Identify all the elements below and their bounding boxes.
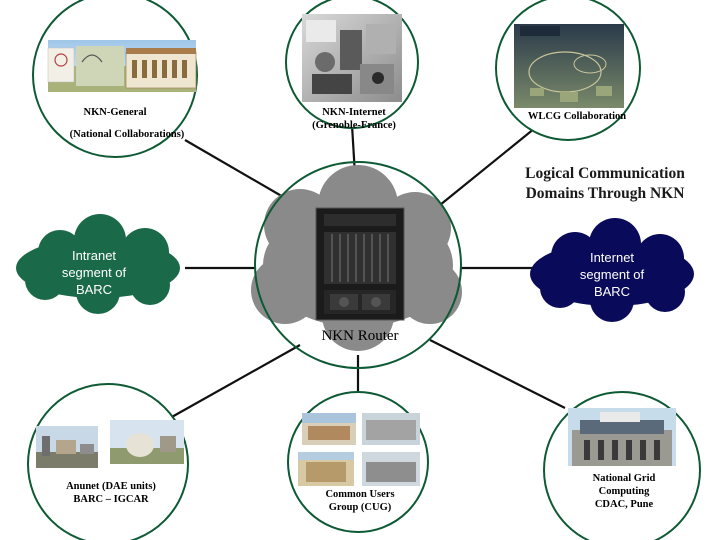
nkn-general-label: NKN-General bbox=[60, 106, 170, 119]
nkn-internet-label: NKN-Internet (Grenoble-France) bbox=[296, 106, 412, 132]
nkn-general-line1: NKN-General bbox=[83, 107, 147, 118]
nkn-general-line2: (National Collaborations) bbox=[69, 129, 185, 140]
cug-photos bbox=[298, 413, 420, 486]
wlcg-aerial-photo bbox=[514, 24, 624, 108]
nkn-internet-line2: (Grenoble-France) bbox=[312, 120, 396, 132]
connector-lines bbox=[169, 123, 566, 419]
nkn-internet-photo bbox=[302, 14, 402, 102]
cug-line1: Common Users bbox=[325, 489, 395, 500]
anunet-line1: Anunet (DAE units) bbox=[66, 481, 156, 492]
internet-line3: BARC bbox=[593, 283, 631, 299]
grid-line3: CDAC, Pune bbox=[594, 499, 654, 511]
anunet-photo-left bbox=[36, 426, 98, 468]
node-anunet bbox=[27, 383, 189, 540]
cug-line2: Group (CUG) bbox=[328, 502, 392, 514]
cug-label: Common Users Group (CUG) bbox=[310, 488, 410, 514]
grid-label: National Grid Computing CDAC, Pune bbox=[576, 472, 672, 511]
connector-wlcg bbox=[439, 123, 541, 206]
internet-cloud bbox=[530, 218, 694, 322]
connector-nkn-general bbox=[184, 139, 286, 199]
router-chassis-image bbox=[315, 207, 405, 321]
nkn-general-sublabel: (National Collaborations) bbox=[52, 128, 202, 141]
anunet-line2: BARC – IGCAR bbox=[73, 494, 149, 506]
intranet-line2: segment of bbox=[61, 264, 127, 280]
grid-line1: National Grid bbox=[592, 473, 656, 484]
nkn-general-photo bbox=[47, 40, 197, 92]
internet-line1: Internet bbox=[589, 250, 635, 265]
wlcg-line1: WLCG Collaboration bbox=[527, 111, 627, 122]
title-line2: Domains Through NKN bbox=[525, 185, 685, 203]
diagram-title: Logical Communication Domains Through NK… bbox=[500, 164, 710, 204]
grid-line2: Computing bbox=[598, 486, 650, 498]
connector-grid bbox=[429, 339, 566, 409]
intranet-cloud bbox=[16, 214, 180, 314]
node-wlcg bbox=[495, 0, 641, 141]
node-nkn-internet bbox=[285, 0, 419, 129]
anunet-photo-right bbox=[110, 420, 184, 464]
nkn-internet-line1: NKN-Internet bbox=[322, 107, 386, 118]
anunet-label: Anunet (DAE units) BARC – IGCAR bbox=[52, 480, 170, 506]
wlcg-label: WLCG Collaboration bbox=[512, 110, 642, 123]
node-nkn-general bbox=[32, 0, 198, 158]
intranet-line1: Intranet bbox=[71, 248, 117, 263]
title-line1: Logical Communication bbox=[525, 165, 685, 182]
internet-cloud-text: Internet segment of BARC bbox=[560, 250, 664, 301]
intranet-cloud-text: Intranet segment of BARC bbox=[42, 248, 146, 299]
intranet-line3: BARC bbox=[75, 281, 113, 297]
router-label: NKN Router bbox=[321, 328, 399, 344]
grid-building-photo bbox=[568, 408, 676, 466]
node-grid bbox=[543, 391, 701, 540]
center-circle-border bbox=[254, 161, 462, 369]
center-node bbox=[251, 161, 462, 369]
internet-line2: segment of bbox=[579, 266, 645, 282]
node-cug bbox=[287, 391, 429, 533]
connector-anunet bbox=[169, 344, 301, 419]
